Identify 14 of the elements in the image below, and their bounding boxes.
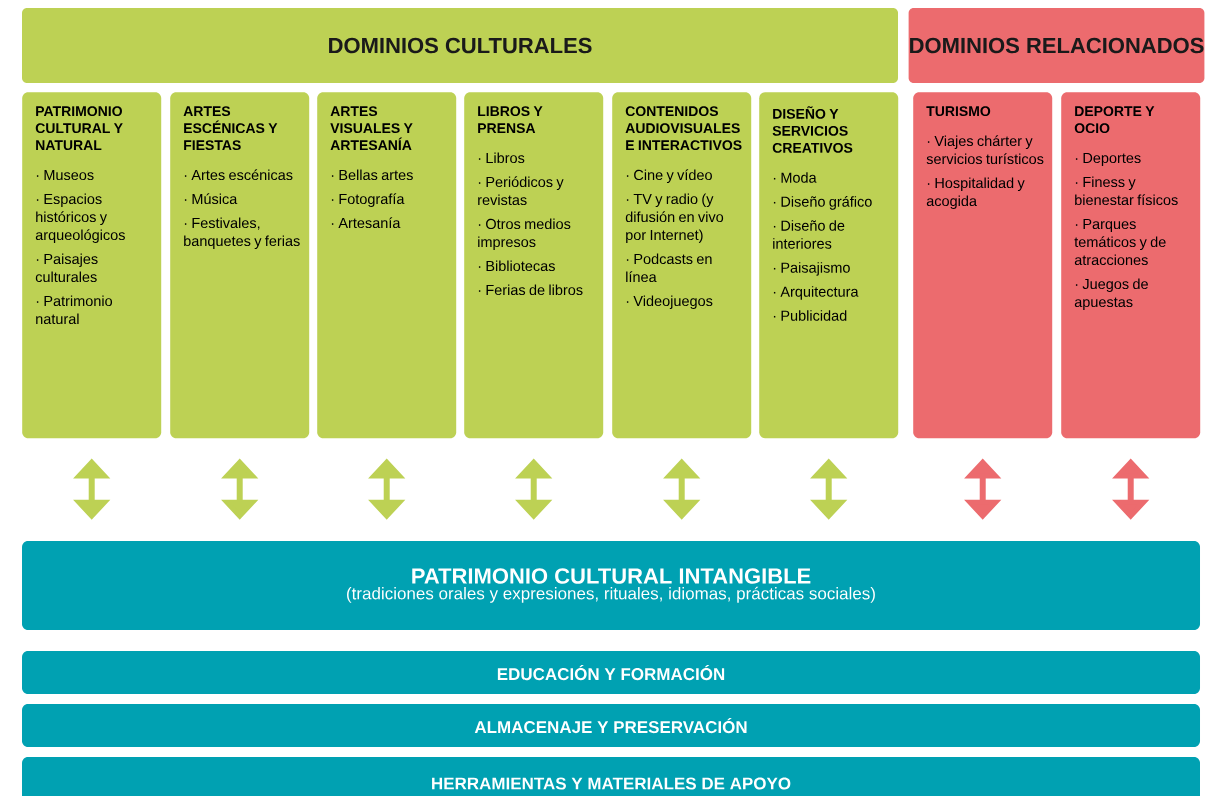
heading-band: DOMINIOS CULTURALES bbox=[22, 8, 898, 83]
domain-column: TURISMO · Viajes chárter y servicios turísticos · Hospitalidad y acogida bbox=[913, 92, 1053, 439]
support-band: EDUCACIÓN Y FORMACIÓN bbox=[22, 651, 1200, 694]
domain-column: PATRIMONIO CULTURAL Y NATURAL · Museos · Espacios históricos y arqueológicos · Paisajes culturales · Patrimonio natural bbox=[22, 92, 162, 439]
support-band: HERRAMIENTAS Y MATERIALES DE APOYO bbox=[22, 757, 1200, 796]
domain-column: ARTES ESCÉNICAS Y FIESTAS · Artes escénicas · Música · Festivales, banquetes y ferias bbox=[170, 92, 310, 439]
domain-column: DEPORTE Y OCIO · Deportes · Finess y bienestar físicos · Parques temáticos y de atracciones · Juegos de apuestas bbox=[1061, 92, 1201, 439]
support-band: ALMACENAJE Y PRESERVACIÓN bbox=[22, 704, 1200, 747]
domain-column: LIBROS Y PRENSA · Libros · Periódicos y revistas · Otros medios impresos · Bibliotecas · Ferias de libros bbox=[464, 92, 604, 439]
domain-column: CONTENIDOS AUDIOVISUALES E INTERACTIVOS · Cine y vídeo · TV y radio (y difusión en vivo por Internet) · Podcasts en línea · Videojuegos bbox=[612, 92, 752, 439]
heading-band: DOMINIOS RELACIONADOS bbox=[908, 8, 1205, 83]
domain-column: ARTES VISUALES Y ARTESANÍA · Bellas artes · Fotografía · Artesanía bbox=[317, 92, 457, 439]
domain-column: DISEÑO Y SERVICIOS CREATIVOS · Moda · Diseño gráfico · Diseño de interiores · Paisajismo · Arquitectura · Publicidad bbox=[759, 92, 899, 439]
domain-band: PATRIMONIO CULTURAL INTANGIBLE (tradiciones orales y expresiones, rituales, idiomas, prácticas sociales) bbox=[22, 541, 1200, 630]
